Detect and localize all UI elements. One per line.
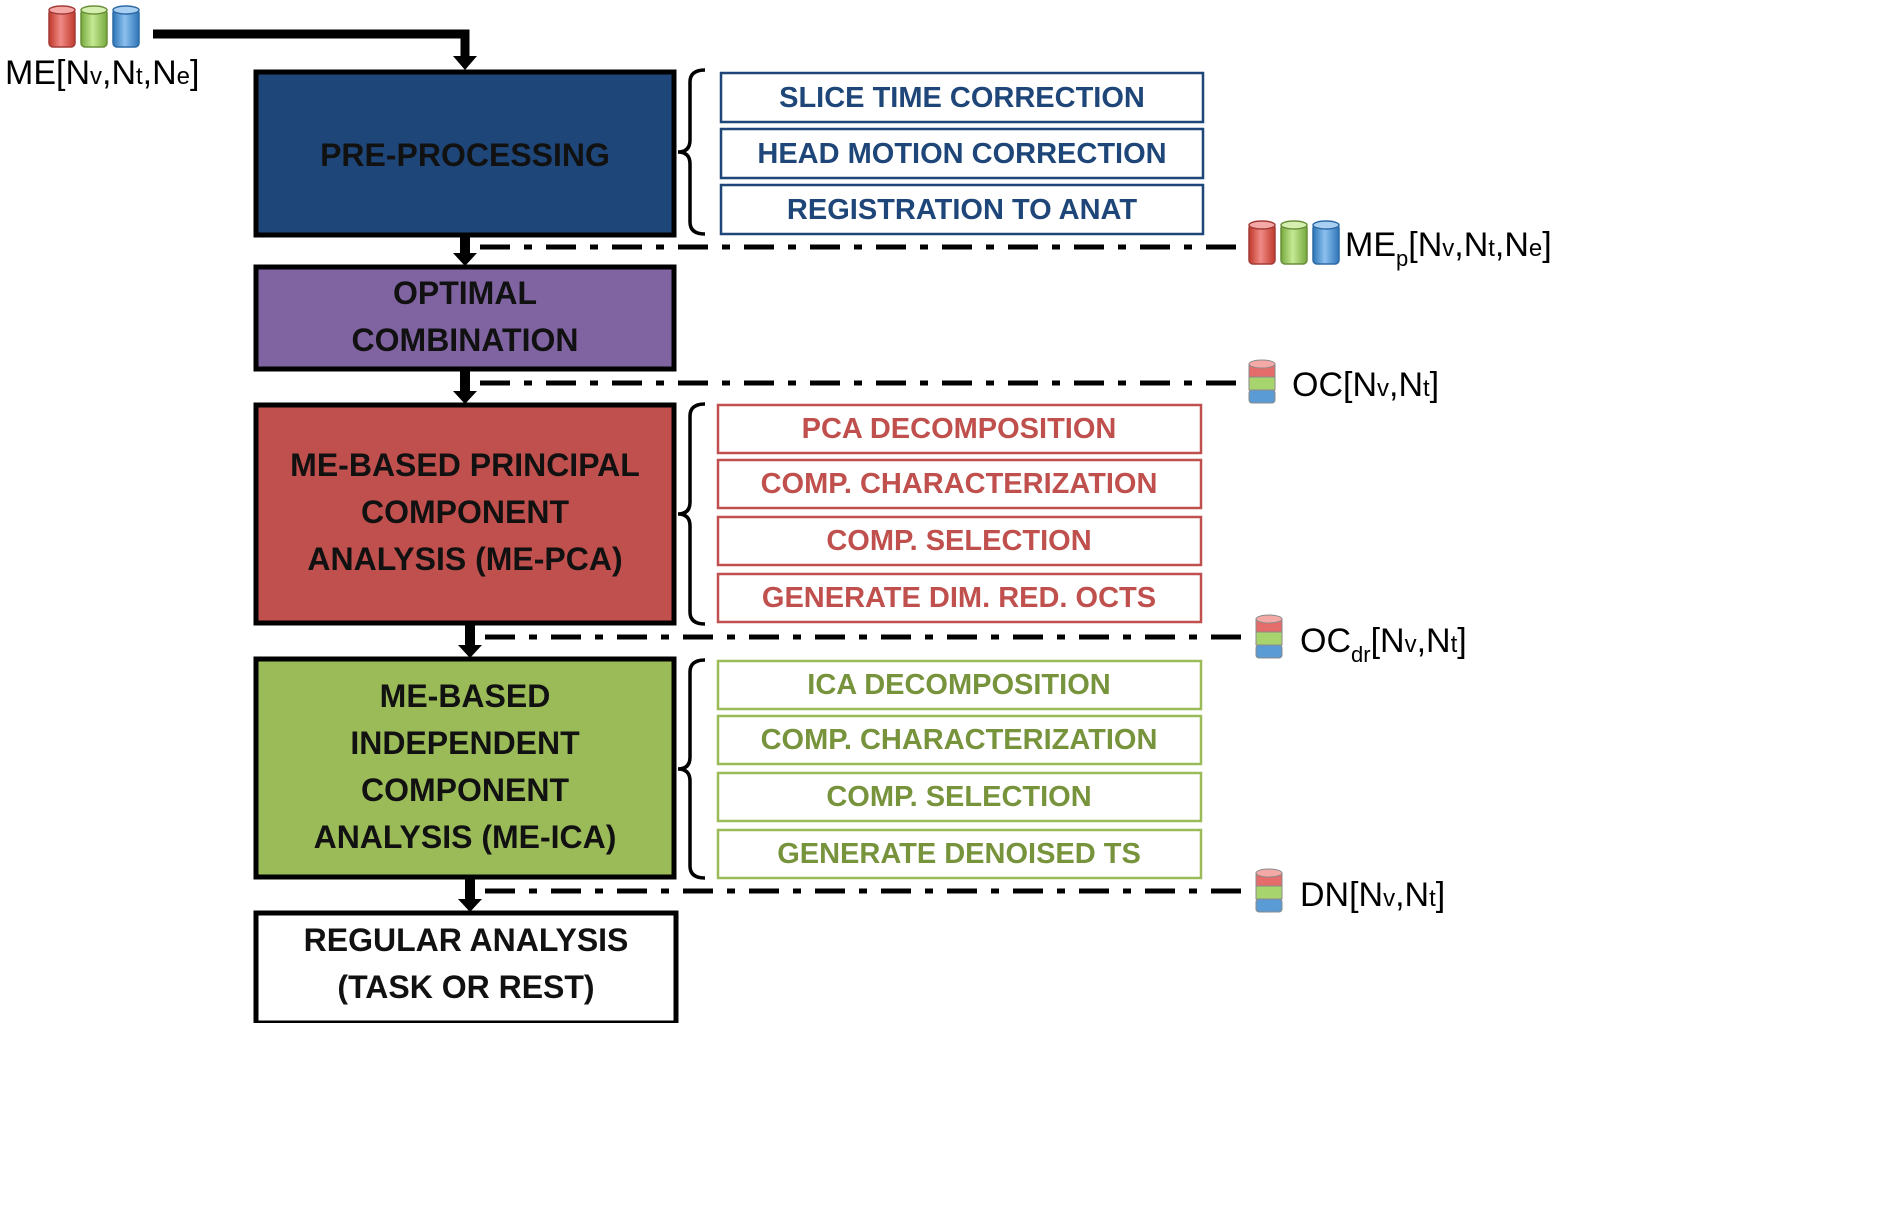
substep-box	[719, 183, 1205, 236]
substep-box	[716, 572, 1203, 624]
stage-me-ica-box	[253, 656, 677, 880]
substep-box	[716, 714, 1203, 766]
stage-preprocessing-box	[253, 69, 677, 238]
stage-regular-analysis: REGULAR ANALYSIS (TASK OR REST)	[253, 910, 679, 1023]
output-dn-icon	[1255, 868, 1283, 913]
arrow-pre-to-oc	[460, 236, 470, 256]
flow-arrows	[453, 236, 482, 912]
arrow-ica-to-regular	[465, 879, 475, 901]
substep-box	[716, 515, 1203, 567]
stage-optimal-combination-line-2: COMBINATION	[352, 322, 579, 358]
input-label: ME[Nv,Nt,Ne]	[5, 54, 199, 92]
substep-box	[716, 659, 1203, 711]
substep-ica-comp-characterization: COMP. CHARACTERIZATION	[761, 724, 1158, 756]
stage-me-ica: ME-BASED INDEPENDENT COMPONENT ANALYSIS …	[253, 656, 677, 880]
substep-generate-denoised-ts: GENERATE DENOISED TS	[777, 838, 1141, 870]
output-oc-dr-icon	[1255, 614, 1283, 659]
substep-pca-decomposition: PCA DECOMPOSITION	[802, 413, 1117, 445]
input-arrowhead	[453, 56, 477, 70]
output-oc-label: OC[Nv,Nt]	[1292, 366, 1439, 404]
stage-me-ica-line-3: COMPONENT	[361, 772, 569, 808]
stage-me-pca: ME-BASED PRINCIPAL COMPONENT ANALYSIS (M…	[253, 402, 677, 626]
stage-me-ica-line-2: INDEPENDENT	[350, 725, 580, 761]
substep-head-motion-correction: HEAD MOTION CORRECTION	[757, 138, 1166, 170]
substep-box	[719, 127, 1205, 180]
substep-box	[716, 458, 1203, 510]
arrow-pca-to-ica	[465, 625, 475, 647]
output-me-p-icon	[1248, 220, 1340, 265]
output-oc-dr-label: OCdr[Nv,Nt]	[1300, 622, 1467, 667]
me-ica-substeps: ICA DECOMPOSITION COMP. CHARACTERIZATION…	[716, 659, 1203, 880]
echo-3-cylinder	[112, 5, 140, 48]
output-oc-icon	[1248, 359, 1276, 404]
echo-1-cylinder	[48, 5, 76, 48]
arrowhead-oc-to-pca	[453, 391, 477, 404]
arrowhead-pca-to-ica	[458, 645, 482, 658]
substep-ica-decomposition: ICA DECOMPOSITION	[807, 669, 1110, 701]
preprocessing-substeps: SLICE TIME CORRECTION HEAD MOTION CORREC…	[719, 71, 1205, 236]
substep-pca-comp-characterization: COMP. CHARACTERIZATION	[761, 468, 1158, 500]
stage-regular-analysis-line-2: (TASK OR REST)	[337, 969, 594, 1005]
stage-preprocessing-title: PRE-PROCESSING	[320, 137, 610, 173]
substep-box	[716, 828, 1203, 880]
substep-registration-to-anat: REGISTRATION TO ANAT	[787, 194, 1137, 226]
pipeline-diagram: ME[Nv,Nt,Ne] PRE-PROCESSING OPTIMAL COMB…	[5, 5, 1552, 1023]
echo-2-cylinder	[80, 5, 108, 48]
stage-optimal-combination-box	[253, 264, 677, 372]
stage-me-pca-box	[253, 402, 677, 626]
brace-me-pca	[677, 402, 706, 626]
substep-generate-dim-red-octs: GENERATE DIM. RED. OCTS	[762, 582, 1156, 614]
substep-slice-time-correction: SLICE TIME CORRECTION	[779, 82, 1145, 114]
stage-optimal-combination: OPTIMAL COMBINATION	[253, 264, 677, 372]
braces	[677, 68, 706, 880]
stage-regular-analysis-box	[253, 910, 679, 1023]
stage-optimal-combination-line-1: OPTIMAL	[393, 275, 537, 311]
input-dataset-icon	[48, 5, 140, 48]
brace-me-ica	[677, 658, 706, 880]
stage-me-pca-line-1: ME-BASED PRINCIPAL	[290, 447, 640, 483]
stage-me-pca-line-3: ANALYSIS (ME-PCA)	[307, 541, 622, 577]
stage-me-ica-line-1: ME-BASED	[380, 678, 551, 714]
substep-pca-comp-selection: COMP. SELECTION	[826, 525, 1091, 557]
stage-me-pca-line-2: COMPONENT	[361, 494, 569, 530]
output-me-p-label: MEp[Nv,Nt,Ne]	[1345, 226, 1552, 271]
arrowhead-ica-to-regular	[458, 899, 482, 912]
substep-box	[716, 771, 1203, 823]
stage-preprocessing: PRE-PROCESSING	[253, 69, 677, 238]
substep-box	[716, 403, 1203, 455]
stage-regular-analysis-line-1: REGULAR ANALYSIS	[304, 922, 629, 958]
me-pca-substeps: PCA DECOMPOSITION COMP. CHARACTERIZATION…	[716, 403, 1203, 624]
substep-box	[719, 71, 1205, 124]
output-dn-label: DN[Nv,Nt]	[1300, 876, 1445, 914]
substep-ica-comp-selection: COMP. SELECTION	[826, 781, 1091, 813]
stage-me-ica-line-4: ANALYSIS (ME-ICA)	[314, 819, 617, 855]
input-arrow	[153, 29, 470, 58]
output-connectors	[480, 244, 1250, 894]
arrowhead-pre-to-oc	[453, 253, 477, 266]
brace-preprocessing	[677, 68, 706, 236]
arrow-oc-to-pca	[460, 371, 470, 393]
